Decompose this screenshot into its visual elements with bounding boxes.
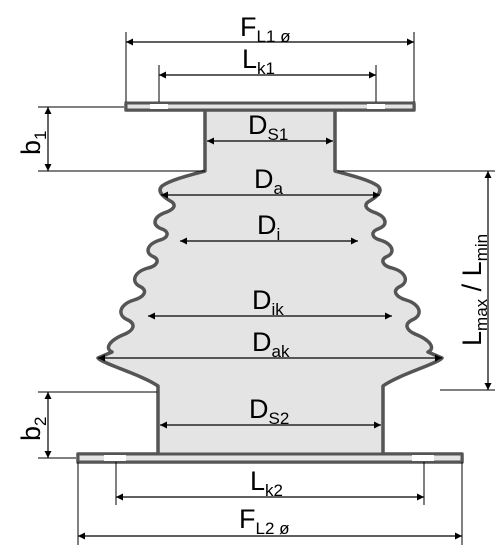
top-flange	[124, 101, 416, 112]
b2-label: b2	[16, 417, 50, 442]
top-left-hole	[150, 104, 168, 109]
fl1-label: FL1 ø	[240, 12, 291, 46]
b1-label: b1	[16, 131, 50, 156]
bottom-right-hole	[412, 455, 434, 461]
dak-label: Dak	[252, 327, 290, 361]
dik-label: Dik	[252, 285, 284, 319]
ds2-label: DS2	[249, 394, 289, 428]
lk1-label: Lk1	[242, 44, 275, 78]
extension-lines	[38, 32, 495, 545]
ds1-label: DS1	[248, 110, 288, 144]
dimension-lines	[44, 38, 492, 540]
bottom-left-hole	[104, 455, 126, 461]
da-label: Da	[254, 164, 284, 198]
di-label: Di	[257, 210, 280, 244]
top-right-hole	[367, 104, 385, 109]
fl2-label: FL2 ø	[239, 504, 290, 538]
lmax-lmin-label: Lmax / Lmin	[457, 234, 491, 346]
bottom-flange	[76, 452, 464, 464]
lk2-label: Lk2	[250, 466, 283, 500]
